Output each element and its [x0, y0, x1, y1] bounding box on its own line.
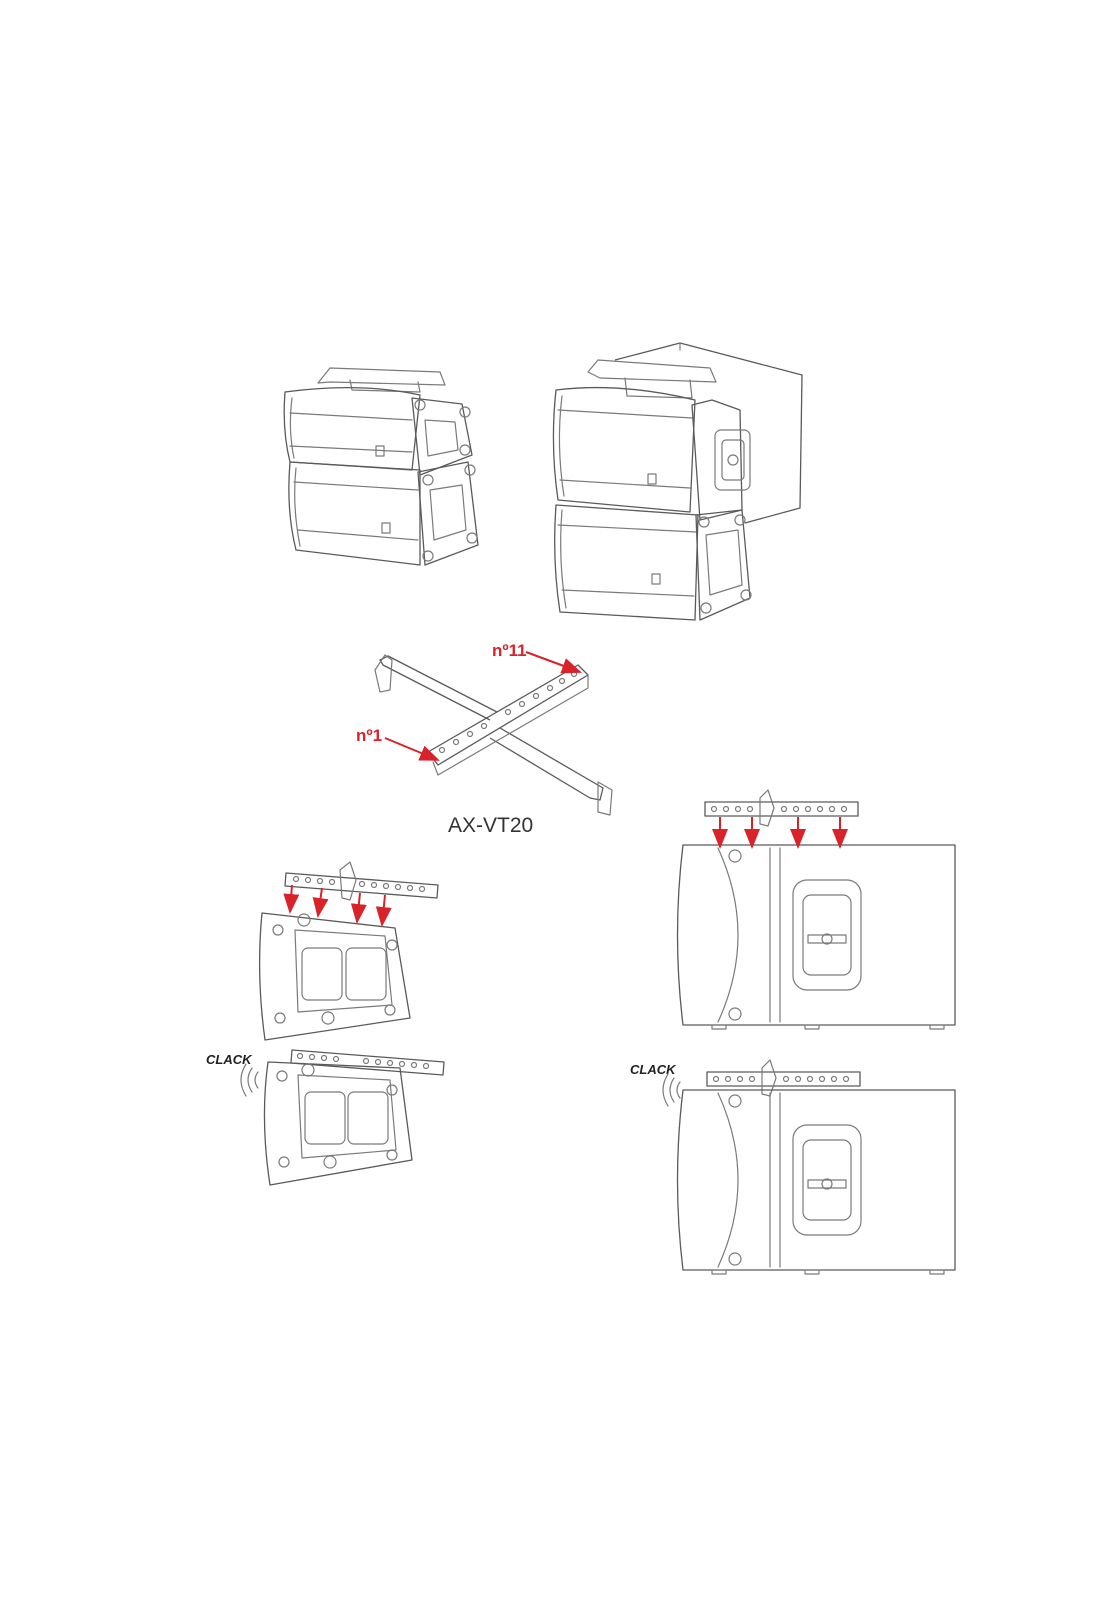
side-view-after: CLACK	[206, 1049, 445, 1186]
callout-hole-first: nº1	[356, 726, 440, 761]
sound-label-right: CLACK	[630, 1062, 677, 1077]
speaker-stack-right	[552, 342, 803, 621]
sub-view-after: CLACK	[630, 1059, 956, 1275]
sound-label-left: CLACK	[206, 1052, 253, 1067]
model-label: AX-VT20	[448, 814, 533, 837]
callout-hole-last: nº11	[492, 641, 582, 674]
sound-waves-icon	[662, 1073, 681, 1107]
cross-bracket-ax-vt20	[374, 654, 613, 816]
sound-waves-icon	[240, 1063, 259, 1097]
sub-view-before	[676, 789, 956, 1030]
svg-text:nº1: nº1	[356, 726, 382, 745]
svg-text:nº11: nº11	[492, 641, 527, 660]
speaker-stack-left	[283, 367, 479, 566]
side-view-before	[258, 861, 439, 1041]
